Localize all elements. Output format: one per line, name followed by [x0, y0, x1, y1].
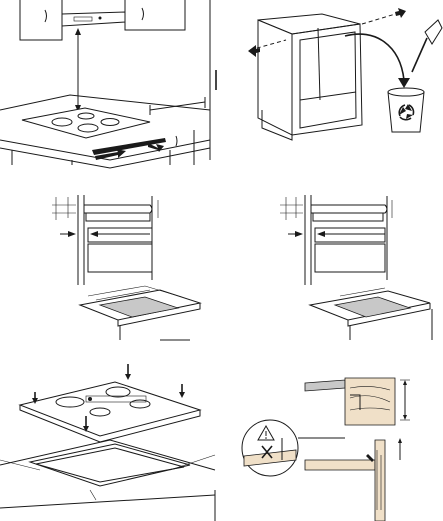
frame-screw — [90, 490, 96, 500]
figure-cooker-hood-clearance — [0, 0, 216, 168]
dimension-arrow-up — [75, 28, 81, 35]
cabinet-handle — [176, 136, 177, 146]
cutout-area — [100, 297, 178, 317]
oven-body-section — [315, 244, 385, 272]
figure-worktop-detail — [242, 378, 410, 521]
figure-cutout-right — [280, 195, 432, 340]
worktop-section — [311, 205, 387, 213]
dimension-arrow — [398, 438, 402, 443]
recycle-bin-rim — [388, 88, 424, 96]
worktop-layer — [305, 380, 345, 391]
cutout-dimension — [88, 286, 182, 297]
wood-block — [345, 378, 395, 425]
dimension-arrow — [403, 415, 407, 420]
cutout-dimension — [340, 288, 385, 296]
cabinet-back-corner — [318, 28, 320, 100]
cabinet-handle — [45, 10, 47, 22]
dimension-arrow — [295, 231, 303, 237]
dimension-arrow — [403, 380, 407, 385]
cabinet-handle — [142, 8, 144, 20]
figure-cabinet-recycle — [248, 8, 442, 140]
oven-top-section — [315, 228, 385, 242]
lower-worktop — [305, 460, 375, 470]
hob-body-section — [313, 213, 383, 221]
oven-body-section — [88, 244, 152, 272]
worktop-front — [0, 495, 215, 508]
cutout-area — [335, 297, 410, 317]
cabinet-side — [258, 20, 292, 135]
cooker-hood — [62, 12, 125, 26]
mounting-frame — [30, 444, 190, 486]
hood-button — [99, 17, 102, 20]
hob-body-section — [86, 213, 150, 221]
figure-cutout-left — [52, 195, 200, 340]
control-knob — [88, 397, 92, 401]
cabinet-opening — [300, 32, 356, 128]
dimension-arrow — [317, 231, 325, 237]
figure-hob-frame-install — [0, 364, 215, 521]
worktop-section — [84, 205, 152, 213]
recycle-bin — [388, 92, 424, 132]
hand-icon — [425, 20, 442, 44]
hob-glass-top — [20, 382, 200, 436]
removal-arrow-right — [395, 8, 406, 18]
worktop-back-edge — [0, 95, 210, 110]
wall-cabinet-right — [125, 0, 185, 30]
wall-cabinet-left — [20, 0, 62, 40]
discard-path — [345, 34, 404, 80]
mounting-frame-inner — [36, 448, 184, 482]
discard-arrow-head — [398, 78, 410, 88]
cabinet-shelf — [300, 92, 356, 100]
vertical-board — [375, 440, 385, 521]
dimension-arrow — [90, 231, 98, 237]
screwdriver-icon — [412, 38, 427, 72]
